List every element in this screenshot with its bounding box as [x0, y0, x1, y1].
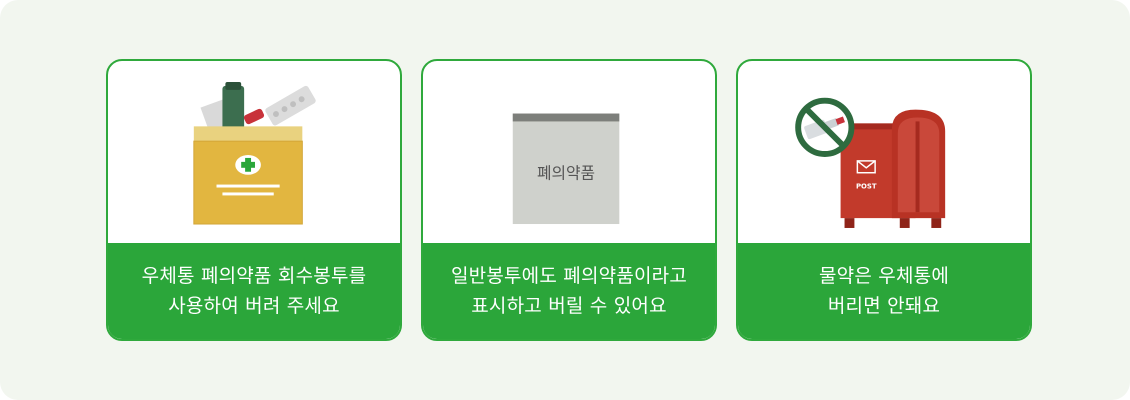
envelope-label: 폐의약품 — [537, 164, 595, 183]
medicine-box-icon — [193, 81, 316, 225]
mailbox-no-liquid-icon: POST — [795, 97, 946, 228]
envelope-icon: 폐의약품 — [512, 113, 620, 225]
caption-line: 우체통 폐의약품 회수봉투를 — [141, 265, 367, 287]
caption-line: 버리면 안돼요 — [827, 295, 941, 317]
caption-line: 일반봉투에도 폐의약품이라고 — [450, 265, 688, 287]
card-regular-envelope: 폐의약품 일반봉투에도 폐의약품이라고 표시하고 버릴 수 있어요 — [421, 59, 717, 341]
card-caption: 우체통 폐의약품 회수봉투를 사용하여 버려 주세요 — [108, 243, 400, 339]
card-no-liquid: POST 물약은 우체통에 버리면 안돼요 — [736, 59, 1032, 341]
caption-line: 사용하여 버려 주세요 — [168, 295, 340, 317]
card-caption: 일반봉투에도 폐의약품이라고 표시하고 버릴 수 있어요 — [423, 243, 715, 339]
mailbox-label: POST — [856, 183, 877, 191]
caption-line: 표시하고 버릴 수 있어요 — [471, 295, 667, 317]
card-caption: 물약은 우체통에 버리면 안돼요 — [738, 243, 1030, 339]
card-postbox-bag: 우체통 폐의약품 회수봉투를 사용하여 버려 주세요 — [106, 59, 402, 341]
caption-line: 물약은 우체통에 — [819, 265, 949, 287]
